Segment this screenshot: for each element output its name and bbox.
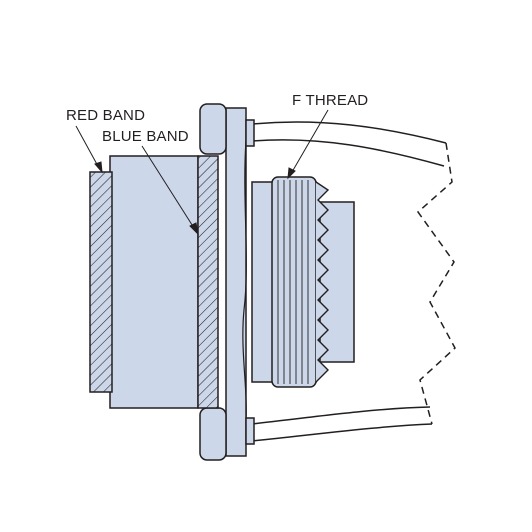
cable-bottom-line-1 (251, 406, 431, 425)
flange-bottom (199, 407, 227, 461)
plate-web (225, 107, 247, 457)
red-band (89, 171, 113, 393)
blue-band-leader (141, 145, 195, 229)
f-thread (251, 176, 330, 388)
f-thread-label: F THREAD (292, 92, 368, 109)
thread-crest-band (271, 176, 317, 388)
cable-break-line (416, 142, 456, 425)
thread-lines (277, 180, 309, 384)
plate-inner-edge (242, 139, 247, 421)
leader-lines (75, 109, 329, 236)
step-bottom (245, 417, 255, 445)
thread-teeth (315, 181, 330, 383)
rear-body (319, 201, 355, 363)
red-band-label: RED BAND (66, 107, 145, 124)
blue-band-arrowhead (189, 222, 199, 236)
red-band-leader (75, 125, 100, 169)
mounting-plate (199, 103, 255, 461)
f-thread-arrowhead (287, 167, 296, 180)
flange-top (199, 103, 227, 155)
coupling-body (109, 155, 199, 409)
f-thread-leader (291, 109, 329, 173)
blue-band (197, 155, 219, 409)
cable-top-line-2 (251, 139, 445, 167)
cable-bottom-line-2 (251, 423, 433, 442)
blue-band-label: BLUE BAND (102, 128, 189, 145)
red-band-arrowhead (94, 161, 103, 174)
cable (251, 121, 456, 442)
step-top (245, 119, 255, 147)
cable-top-line-1 (251, 121, 447, 144)
